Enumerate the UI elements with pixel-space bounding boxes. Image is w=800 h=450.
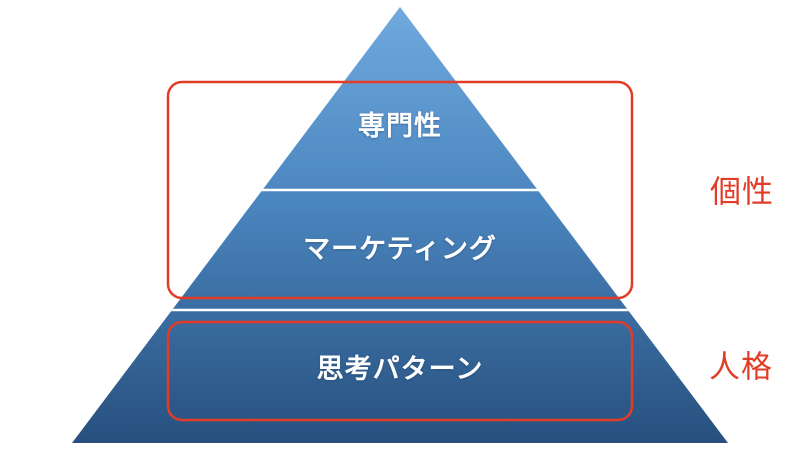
annotation-label-jinkaku: 人格 [709, 350, 773, 385]
level-label-shikou-pattern: 思考パターン [317, 354, 484, 384]
group-box-kosei [166, 80, 634, 300]
pyramid-shape [72, 7, 728, 443]
level-label-senmonsei: 専門性 [358, 111, 442, 141]
group-box-jinkaku [166, 320, 634, 422]
annotation-label-kosei: 個性 [710, 175, 774, 210]
level-label-marketing: マーケティング [303, 233, 497, 264]
